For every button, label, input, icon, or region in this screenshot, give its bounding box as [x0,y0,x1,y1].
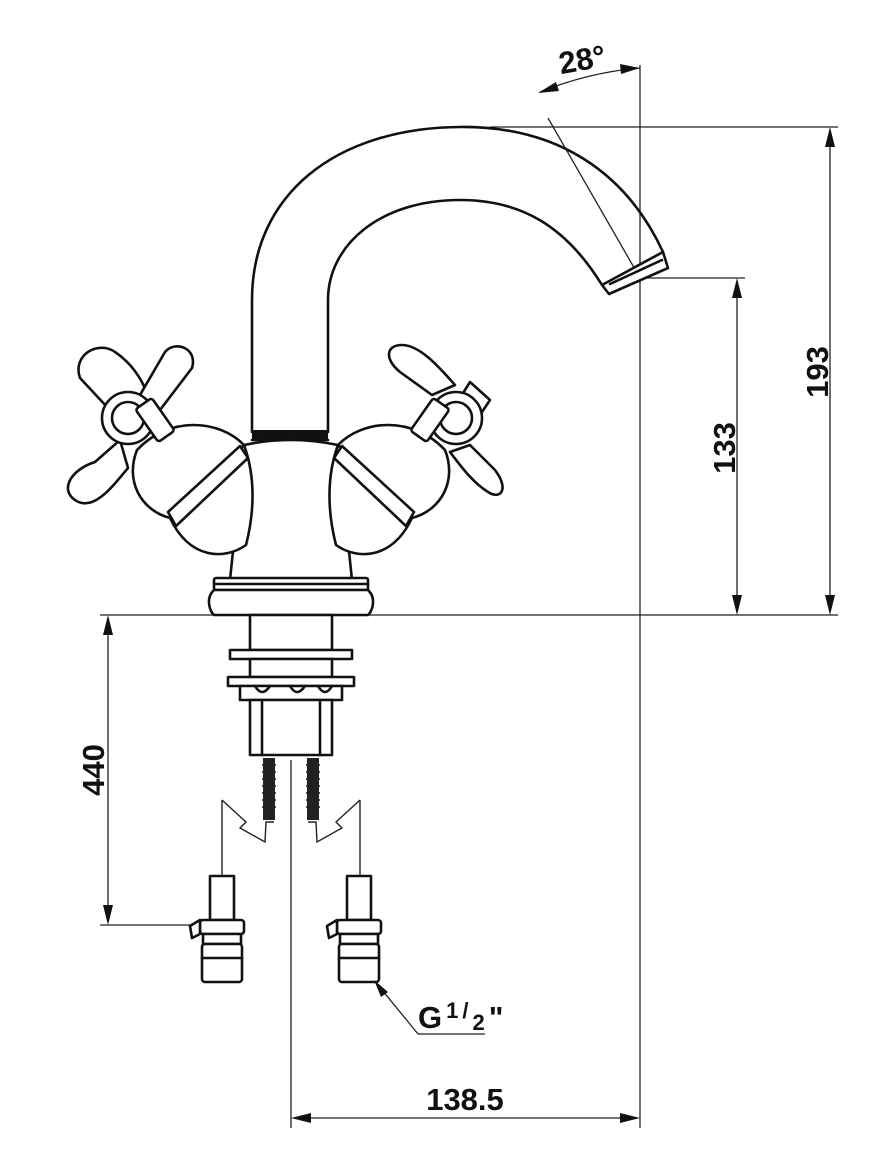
thread-fraction-bar: / [462,998,468,1023]
threaded-studs [262,758,320,820]
dimension-spout-height: 133 [707,278,742,615]
thread-prefix: G [418,1000,442,1035]
spout-angle-label: 28° [556,38,608,81]
left-hose-connector [188,874,246,984]
spout-reach-label: 138.5 [426,1082,504,1117]
spout [250,125,670,434]
spout-height-label: 133 [707,422,742,474]
right-cross-handle [387,343,504,497]
left-cross-handle [66,345,195,505]
dimension-spout-angle: 28° [538,38,641,93]
thread-suffix: " [489,1000,504,1035]
dimension-tail-length: 440 [76,615,113,925]
dimension-total-height: 193 [800,127,835,615]
flexible-hoses [221,799,361,878]
thread-numerator: 1 [446,998,458,1023]
total-height-label: 193 [800,346,835,398]
left-valve [131,423,254,556]
thread-size-label: G 1 / 2 " [418,998,503,1035]
faucet-body [207,438,375,617]
spout-collar [250,430,330,442]
dimension-lines [100,65,838,1128]
right-hose-connector [325,874,383,984]
tail-length-label: 440 [76,744,111,796]
right-valve [328,423,451,556]
thread-denominator: 2 [473,1010,485,1035]
dimension-spout-reach: 138.5 [291,1082,640,1123]
thread-callout: G 1 / 2 " [374,980,503,1035]
mounting-shank [226,613,356,757]
